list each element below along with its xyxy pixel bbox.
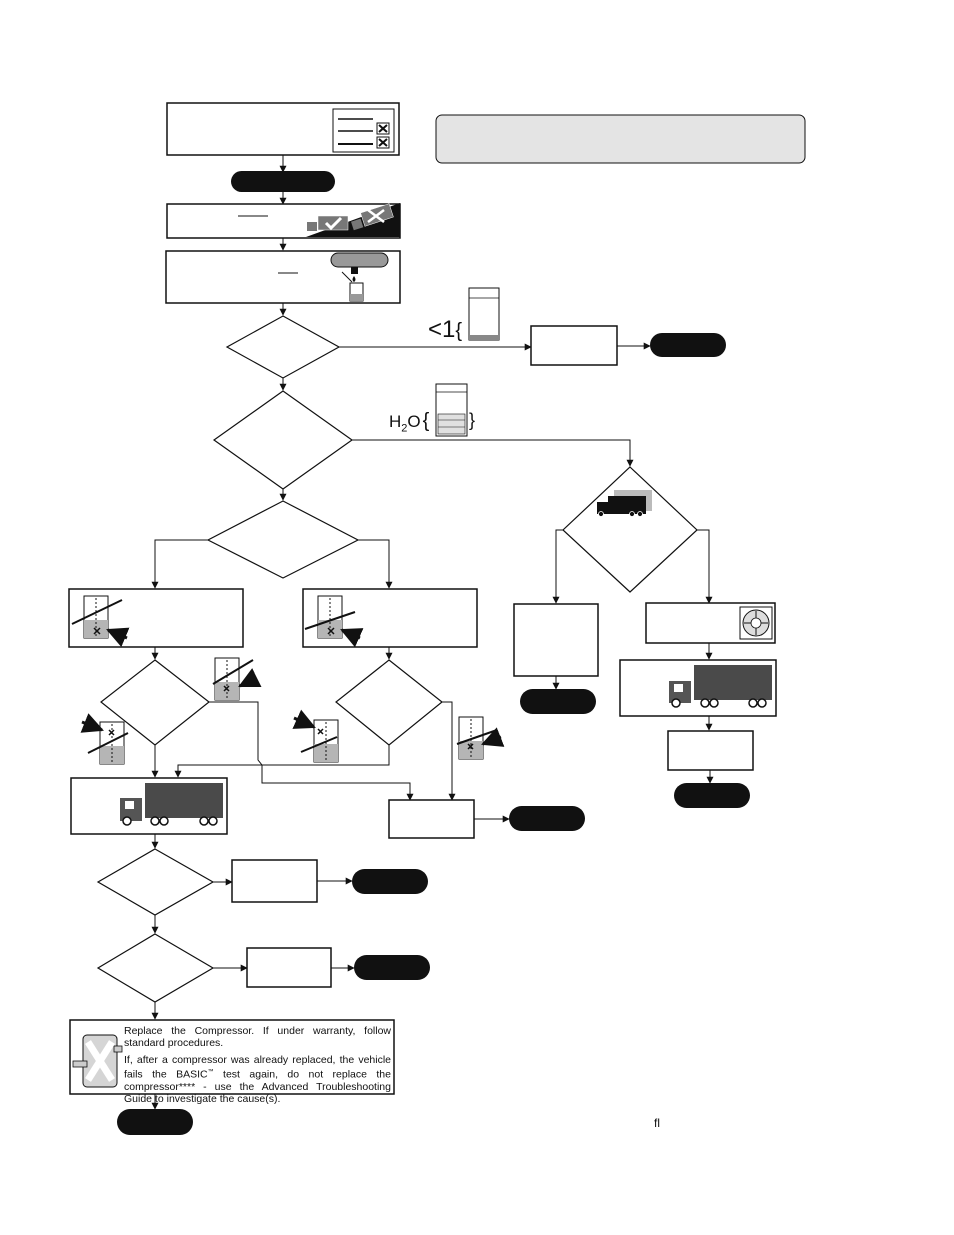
open-brace-1: { xyxy=(455,320,463,342)
decision-3 xyxy=(206,500,360,579)
result-box-middle xyxy=(388,799,475,839)
truck-small-icon xyxy=(597,490,652,517)
step-pill-1 xyxy=(231,171,335,192)
replace-line-2: If, after a compressor was already repla… xyxy=(124,1054,391,1105)
close-brace: } xyxy=(469,410,476,430)
end-pill-lower-2 xyxy=(354,955,430,980)
less-than-one-label: <1{ xyxy=(428,316,462,344)
replace-compressor-text: Replace the Compressor. If under warrant… xyxy=(124,1025,391,1105)
tank-level-icon-middle-high xyxy=(456,716,505,760)
level-trucks-icon xyxy=(306,203,400,237)
water-h: H xyxy=(389,412,402,431)
tank-gauge-icon-middle xyxy=(304,595,364,648)
result-box-lower-1 xyxy=(231,859,318,903)
open-brace-2: { xyxy=(422,410,430,432)
water-label: H2O{ xyxy=(389,410,429,434)
tank-level-icon-left-low xyxy=(80,713,129,765)
less-than-one-text: <1 xyxy=(428,316,456,343)
result-box-right-1 xyxy=(513,603,599,677)
cup-water-icon xyxy=(435,383,468,437)
compressor-replace-icon xyxy=(72,1034,123,1088)
tank-level-icon-left-high xyxy=(212,657,262,701)
end-pill-1 xyxy=(650,333,726,357)
water-close-brace: } xyxy=(469,410,475,431)
replace-line-1: Replace the Compressor. If under warrant… xyxy=(124,1025,391,1049)
end-pill-middle xyxy=(509,806,585,831)
replace-line-2a: If, after a compressor was already repla… xyxy=(124,1054,391,1081)
truck-large-icon-right xyxy=(669,665,772,708)
replace-line-2b: test again, do not replace the compresso… xyxy=(124,1068,391,1105)
corner-mark-text: ﬂ xyxy=(654,1116,660,1130)
decision-middle xyxy=(335,659,443,746)
end-pill-right-2 xyxy=(674,783,750,808)
replace-compressor-box xyxy=(69,1019,395,1095)
cup-less-than-one-icon xyxy=(468,287,500,341)
end-pill-right-1 xyxy=(520,689,596,714)
result-box-lower-2 xyxy=(246,947,332,988)
decision-2 xyxy=(212,390,354,490)
corner-mark: ﬂ xyxy=(654,1116,660,1130)
water-sub: 2 xyxy=(401,422,408,435)
end-pill-lower-1 xyxy=(352,869,428,894)
drain-tank-icon xyxy=(330,252,389,302)
truck-large-icon-left xyxy=(120,783,223,826)
water-o: O xyxy=(407,412,421,431)
tank-gauge-icon-left xyxy=(71,595,130,648)
result-box-1 xyxy=(530,325,618,366)
decision-lower-2 xyxy=(96,933,215,1003)
tank-level-icon-middle-low xyxy=(292,709,339,763)
note-box xyxy=(435,114,806,164)
decision-lower-1 xyxy=(96,848,215,916)
end-pill-final xyxy=(117,1109,193,1135)
tm-mark: ™ xyxy=(207,1069,214,1075)
result-box-right-2 xyxy=(667,730,754,771)
air-dryer-icon xyxy=(739,606,773,640)
decision-truck xyxy=(562,466,698,593)
decision-1 xyxy=(225,315,341,379)
checklist-icon xyxy=(332,108,395,153)
